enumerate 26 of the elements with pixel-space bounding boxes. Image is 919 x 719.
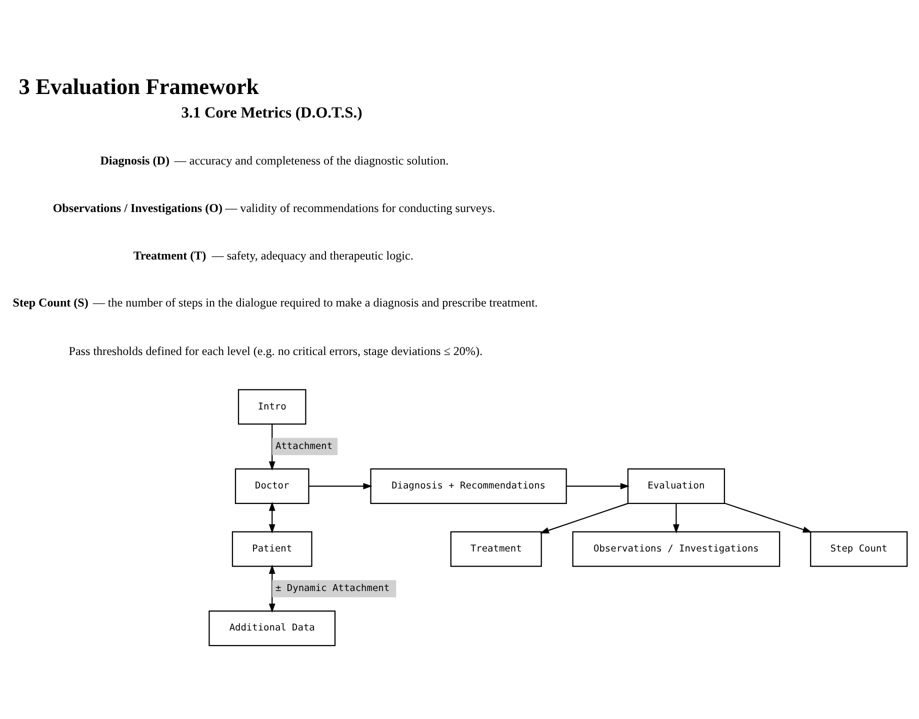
label: Treatment (T) — safety, adequacy and therapeutic logic. — [133, 248, 414, 262]
arrow — [268, 424, 276, 471]
label: Step Count (S) — the number of steps in the dialogue required to make a diagnosis and prescribe treatment. — [12, 296, 538, 310]
arrow — [308, 482, 372, 490]
arrow — [268, 564, 276, 613]
arrow — [724, 502, 812, 533]
node-box: Intro — [238, 389, 306, 425]
arrow — [268, 502, 276, 534]
label: 3.1 Core Metrics (D.O.T.S.) — [181, 104, 362, 122]
node-box: Treatment — [450, 531, 542, 567]
arrow — [673, 503, 680, 534]
node-box: Evaluation — [627, 468, 725, 504]
node-box: Observations / Investigations — [572, 531, 780, 567]
arrow — [540, 502, 628, 534]
node-box: Additional Data — [208, 610, 336, 646]
edge-label: Attachment — [276, 440, 333, 452]
edge-label: ± Dynamic Attachment — [276, 583, 390, 594]
diagram-title: 3 Evaluation Framework — [18, 74, 259, 99]
label: Observations / Investigations (O) — validity of recommendations for conducting surveys. — [52, 200, 496, 215]
node-box: Diagnosis + Recommendations — [370, 468, 567, 504]
label: Pass thresholds defined for each level (e.g. no critical errors, stage deviations ≤ 20%). — [68, 344, 482, 358]
node-box: Doctor — [234, 468, 310, 504]
label: Diagnosis (D) — accuracy and completeness of the diagnostic solution. — [100, 154, 449, 168]
arrow — [566, 482, 630, 490]
node-box: Patient — [232, 531, 312, 567]
node-box: Step Count — [810, 531, 908, 567]
